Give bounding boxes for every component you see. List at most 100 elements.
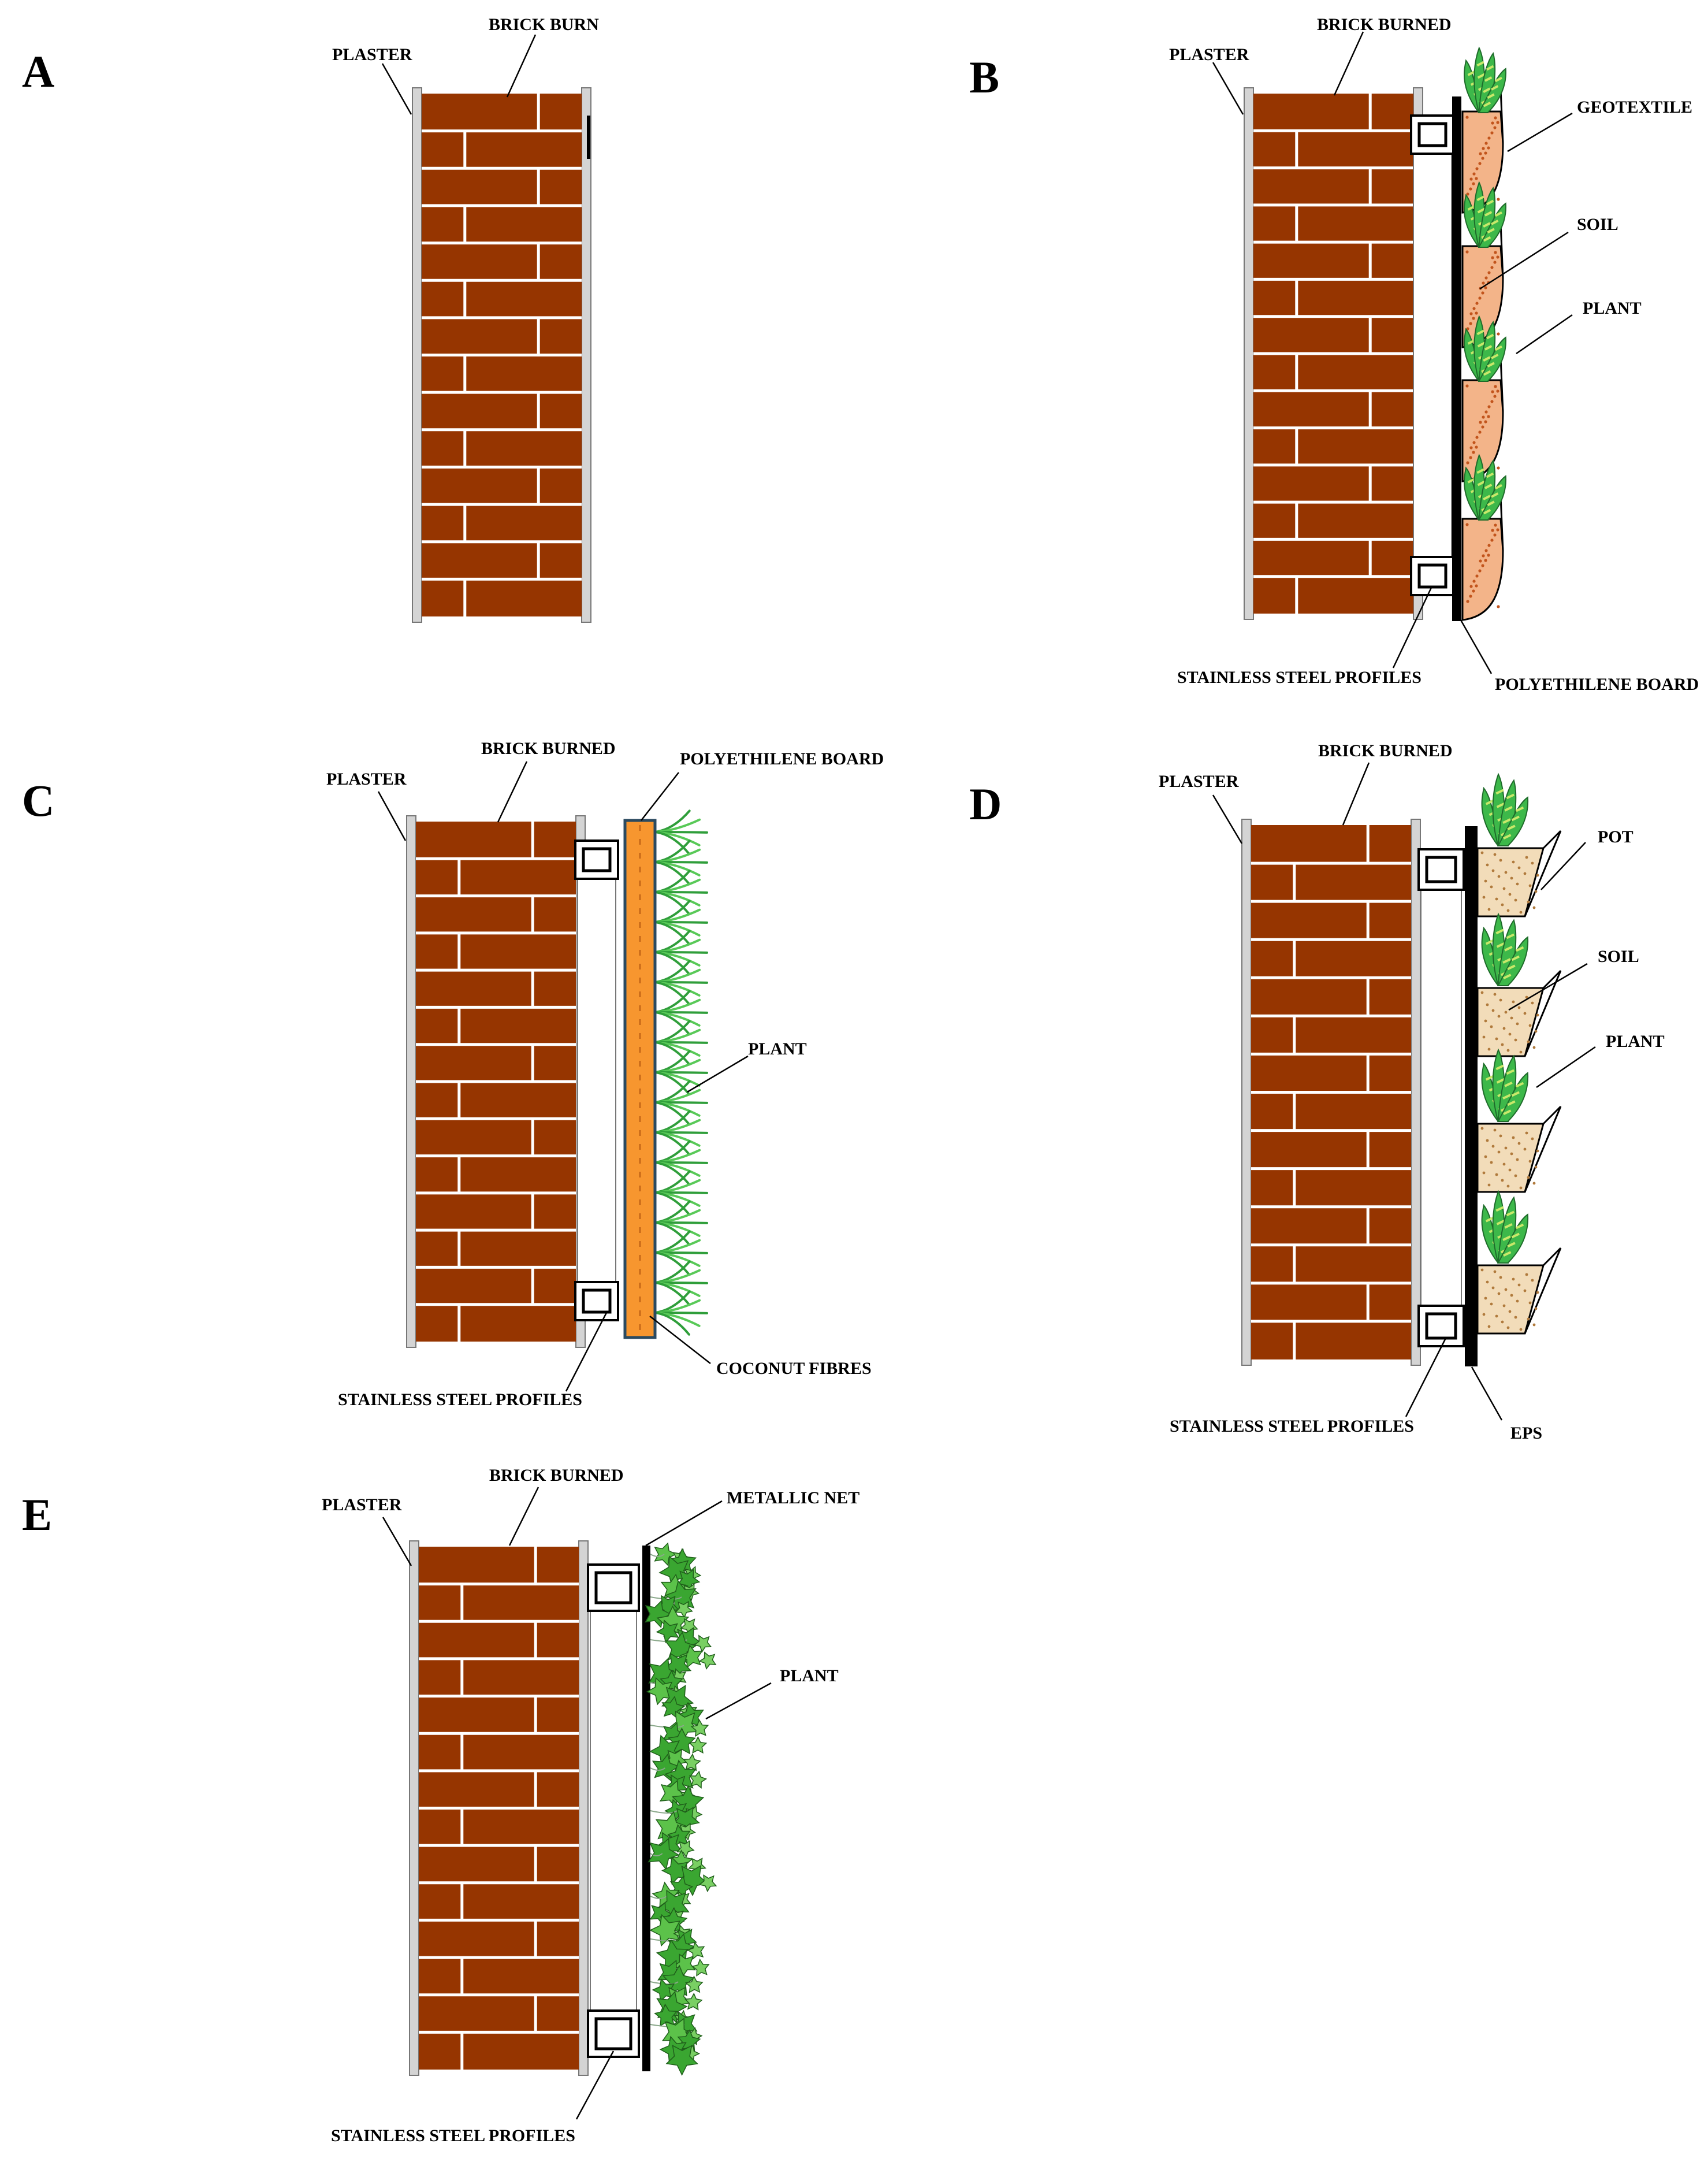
panel-d: PLASTER BRICK BURNED POT SOIL PLANT STAI… <box>1159 741 1665 1443</box>
grass-blade <box>654 1221 690 1246</box>
soil-dot <box>1482 1035 1486 1039</box>
soil-dot <box>1482 1171 1486 1175</box>
profile-frame <box>1420 849 1462 1347</box>
soil-dot <box>1472 441 1476 444</box>
soil-dot <box>1510 1294 1513 1297</box>
soil-dot <box>1479 152 1482 155</box>
soil-dot <box>1487 553 1490 557</box>
leaf-stripe <box>1483 370 1491 376</box>
geotextile-pockets-b <box>1461 46 1506 621</box>
soil-dot <box>1484 549 1488 552</box>
ivy-leaf <box>661 1696 685 1719</box>
grass-blade <box>654 921 690 945</box>
steel-profile-inner <box>594 1571 632 1604</box>
soil-dot <box>1493 853 1497 856</box>
leaf-stripe <box>1506 1210 1514 1217</box>
geotextile-pocket <box>1461 518 1504 621</box>
soil-dot <box>1475 311 1478 315</box>
plaster-strip <box>409 1540 419 2076</box>
soil-dot <box>1497 466 1500 470</box>
ivy-plants-e <box>645 1542 717 2076</box>
leader-lines-e <box>382 1487 772 2120</box>
soil-dot <box>1484 559 1487 562</box>
grass-blade <box>654 1011 690 1035</box>
soil-dot <box>1501 903 1504 907</box>
leaf-stripe <box>1496 1220 1505 1225</box>
plaster-strip <box>1244 87 1254 620</box>
leaf-stripe <box>1496 803 1505 808</box>
soil-dot <box>1514 1038 1517 1042</box>
leaf-stripe <box>1486 472 1494 478</box>
soil-dot <box>1486 1003 1489 1006</box>
pocket-edge <box>1499 222 1504 278</box>
label-pot: POT <box>1598 827 1633 846</box>
soil-dot <box>1506 1184 1510 1188</box>
soil-dot <box>1478 296 1482 300</box>
leader-lines-d <box>1212 762 1596 1421</box>
soil-dot <box>1497 605 1500 608</box>
soil-dot <box>1493 1270 1497 1273</box>
panel-letter-a: A <box>22 46 54 96</box>
leaf-stripe <box>1477 73 1485 79</box>
leaf-stripe <box>1487 93 1495 99</box>
soil-dot <box>1496 528 1499 532</box>
soil-dot <box>1497 198 1500 201</box>
leaf-stripe <box>1491 220 1499 225</box>
soil-dot <box>1499 1134 1502 1138</box>
ivy-leaf <box>656 1619 679 1644</box>
ivy-leaf <box>691 1958 710 1977</box>
label-plant: PLANT <box>1606 1032 1665 1051</box>
ivy-leaf <box>693 1634 712 1653</box>
soil-dot <box>1484 1297 1487 1300</box>
leaf-stripe <box>1506 933 1514 939</box>
soil-dot <box>1491 390 1494 393</box>
label-metallic-net: METALLIC NET <box>727 1488 859 1507</box>
ivy-leaf <box>689 1770 708 1789</box>
leader-lines-c <box>377 761 749 1392</box>
soil-dot <box>1536 874 1539 877</box>
label-plant: PLANT <box>780 1666 839 1685</box>
soil-dot <box>1484 276 1488 280</box>
label-stainless-steel-profiles: STAINLESS STEEL PROFILES <box>331 2126 575 2145</box>
soil-dot <box>1494 116 1497 120</box>
soil-dot <box>1490 885 1493 889</box>
leaf-stripe <box>1494 484 1502 490</box>
steel-profile-inner <box>1425 856 1457 883</box>
leader-lines-a <box>381 34 537 115</box>
ivy-leaf <box>675 1600 693 1619</box>
soil-dot <box>1497 1292 1501 1295</box>
plaster-strip <box>412 87 422 623</box>
brick-wall-e <box>409 1540 589 2076</box>
soil-dot <box>1510 876 1513 880</box>
leaf-stripe <box>1503 1109 1512 1115</box>
leaf-stripe <box>1507 964 1516 971</box>
label-coconut-fibres: COCONUT FIBRES <box>716 1359 872 1378</box>
grass-blade <box>654 1161 690 1186</box>
leaf-stripe <box>1483 236 1491 242</box>
ivy-leaf <box>698 1651 717 1670</box>
soil-dot <box>1497 332 1500 336</box>
label-soil: SOIL <box>1598 947 1639 966</box>
ivy-leaf <box>690 1719 709 1737</box>
soil-dot <box>1486 863 1489 867</box>
label-polyethylene-board: POLYETHILENE BOARD <box>1495 675 1699 694</box>
leaf-stripe <box>1483 356 1491 362</box>
pot-rim <box>1542 969 1562 989</box>
soil-dot <box>1487 1183 1491 1187</box>
soil-dot <box>1486 1139 1489 1142</box>
soil-dot <box>1466 192 1469 196</box>
soil-dot <box>1496 389 1499 393</box>
leaf-stripe <box>1495 1064 1504 1071</box>
soil-dot <box>1487 908 1491 911</box>
grass-blade <box>654 1251 690 1276</box>
steel-profile-inner <box>1417 122 1447 147</box>
soil-dot <box>1491 869 1495 872</box>
soil-dot <box>1490 538 1494 542</box>
leaf-stripe <box>1496 942 1505 948</box>
soil-dot <box>1490 1025 1493 1028</box>
ivy-leaf <box>652 1753 680 1782</box>
leaf-stripe <box>1467 70 1475 76</box>
soil-dot <box>1506 909 1510 912</box>
brick-wall-b <box>1244 87 1423 620</box>
